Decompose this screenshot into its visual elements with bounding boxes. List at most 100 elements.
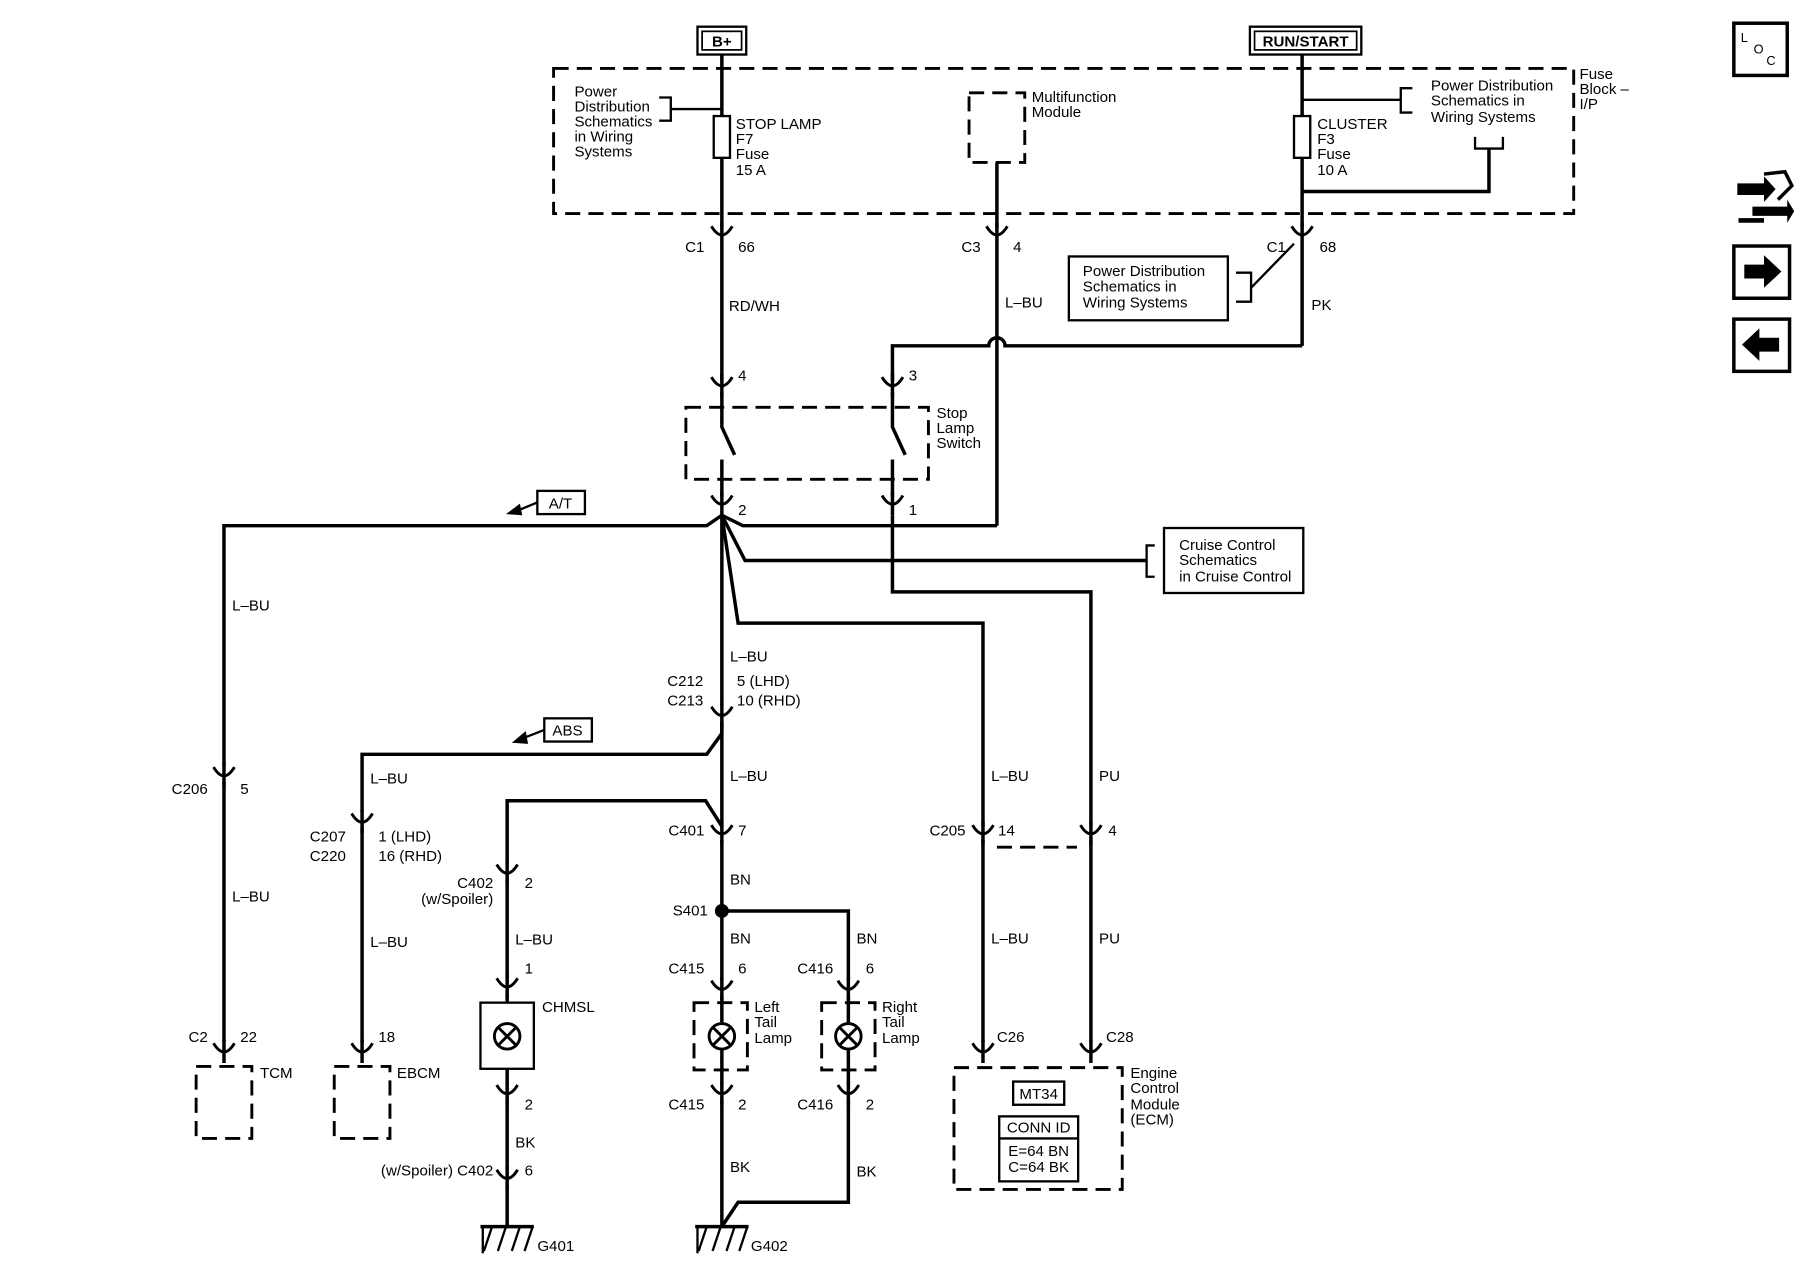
left-tail-bulb-icon xyxy=(707,1022,737,1051)
arrow-right-icon xyxy=(1744,255,1782,288)
wire-color-label: BN xyxy=(730,871,751,888)
pd-ref-line: Power xyxy=(574,83,617,100)
pin-label: 3 xyxy=(909,368,917,385)
connector-label: C416 xyxy=(797,961,833,978)
ebcm-module xyxy=(332,1065,392,1140)
connector-label: C2 xyxy=(188,1029,207,1046)
wire-color-label: PU xyxy=(1099,768,1120,785)
connector-label: C402 xyxy=(457,875,493,892)
connector-label: C3 xyxy=(961,239,980,256)
connector-label: C220 xyxy=(310,848,346,865)
location-button[interactable]: L O C xyxy=(1732,21,1789,78)
ground-label: G401 xyxy=(537,1238,574,1255)
connector-label: C207 xyxy=(310,828,346,845)
connector-sublabel: (w/Spoiler) xyxy=(421,891,493,908)
ecm-label-line: (ECM) xyxy=(1130,1111,1174,1128)
pin-label: 66 xyxy=(738,239,755,256)
connector-label: C1 xyxy=(1267,239,1286,256)
ecm-label: Engine Control Module (ECM) xyxy=(1130,1065,1179,1128)
pin-label: 22 xyxy=(240,1029,257,1046)
wire-color-label: BK xyxy=(856,1164,876,1181)
pin-label: 6 xyxy=(525,1163,533,1180)
cruise-ref-line: in Cruise Control xyxy=(1179,568,1291,585)
fuse-label-line: CLUSTER xyxy=(1317,116,1387,133)
pin-label: 6 xyxy=(866,961,874,978)
pin-label: 18 xyxy=(378,1029,395,1046)
fuse-label-line: STOP LAMP xyxy=(736,116,822,133)
lamp-label-line: Lamp xyxy=(754,1030,792,1047)
connector-label: C28 xyxy=(1106,1029,1134,1046)
ground-g402-icon xyxy=(695,1224,749,1254)
ecm-module xyxy=(952,1066,1124,1191)
pin-label: 5 (LHD) xyxy=(737,673,790,690)
connector-view-icon[interactable] xyxy=(1737,169,1795,223)
pd-ref-line: Power Distribution xyxy=(1083,263,1205,280)
pin-label: 2 xyxy=(525,875,533,892)
cluster-fuse xyxy=(1292,114,1312,159)
wire-color-label: BN xyxy=(856,930,877,947)
wire-color-label: BK xyxy=(515,1135,535,1152)
lamp-label-line: Right xyxy=(882,999,918,1016)
connector-label: C205 xyxy=(930,823,966,840)
mt34-label: MT34 xyxy=(1019,1086,1058,1103)
wire-color-label: L–BU xyxy=(991,930,1029,947)
connector-label: C206 xyxy=(172,781,208,798)
mfm-label-line: Module xyxy=(1032,104,1081,121)
connector-label: C416 xyxy=(797,1096,833,1113)
pin-label: 2 xyxy=(525,1096,533,1113)
loc-c: C xyxy=(1766,53,1775,68)
stop-lamp-fuse xyxy=(712,114,732,159)
sls-label-line: Stop xyxy=(937,405,968,422)
connector-label: C212 xyxy=(667,673,703,690)
abs-tag: ABS xyxy=(511,717,594,744)
pin-label: 5 xyxy=(240,781,248,798)
wire-color-label: PK xyxy=(1311,297,1331,314)
pin-label: 14 xyxy=(998,823,1015,840)
ecm-label-line: Module xyxy=(1130,1096,1179,1113)
pd-ref-right: Power Distribution Schematics in Wiring … xyxy=(1302,78,1553,194)
pin-label: 4 xyxy=(1108,823,1116,840)
pd-ref-line: Power Distribution xyxy=(1431,78,1553,95)
next-page-button[interactable] xyxy=(1732,244,1792,300)
ground-label: G402 xyxy=(751,1238,788,1255)
cluster-fuse-label: CLUSTER F3 Fuse 10 A xyxy=(1317,116,1387,179)
ecm-label-line: Engine xyxy=(1130,1065,1177,1082)
splice-label: S401 xyxy=(673,903,708,920)
wire-color-label: L–BU xyxy=(232,889,270,906)
ebcm-label: EBCM xyxy=(397,1065,441,1082)
fuse-label-line: Fuse xyxy=(1317,146,1351,163)
wire-color-label: L–BU xyxy=(515,932,553,949)
fuse-label-line: F7 xyxy=(736,131,754,148)
connector-label: C26 xyxy=(997,1029,1025,1046)
lamp-label-line: Left xyxy=(754,999,780,1016)
loc-o: O xyxy=(1754,41,1764,56)
mt34-tag xyxy=(1011,1080,1066,1106)
pd-ref-line: Systems xyxy=(574,144,632,161)
conn-id-title: CONN ID xyxy=(1007,1120,1071,1137)
pin-label: 4 xyxy=(738,368,746,385)
wire-color-label: L–BU xyxy=(730,768,768,785)
pd-ref-line: in Wiring xyxy=(574,129,633,146)
wire-color-label: L–BU xyxy=(1005,295,1043,312)
fuse-block-label: Fuse Block – I/P xyxy=(1579,66,1629,113)
pin-label: 1 xyxy=(909,502,917,519)
wire-color-label: BK xyxy=(730,1159,750,1176)
connector-c2-22 xyxy=(211,1038,237,1065)
runstart-source: RUN/START xyxy=(1248,25,1363,56)
fuse-label-line: F3 xyxy=(1317,131,1335,148)
cruise-ref-line: Schematics xyxy=(1179,552,1257,569)
ground-g401-icon xyxy=(480,1224,534,1254)
loc-l: L xyxy=(1741,30,1748,45)
arrow-left-icon xyxy=(1741,328,1780,361)
wire-color-label: L–BU xyxy=(232,597,270,614)
lamp-label-line: Tail xyxy=(882,1014,905,1031)
pin-label: 4 xyxy=(1013,239,1021,256)
fuse-block-label-line: Block – xyxy=(1579,81,1629,98)
at-tag: A/T xyxy=(505,489,587,516)
right-tail-bulb-icon xyxy=(834,1022,863,1051)
pd-ref-line: Schematics xyxy=(574,113,652,130)
connector-sls-1 xyxy=(880,490,905,517)
previous-page-button[interactable] xyxy=(1732,317,1792,374)
pin-label: 1 xyxy=(525,961,533,978)
